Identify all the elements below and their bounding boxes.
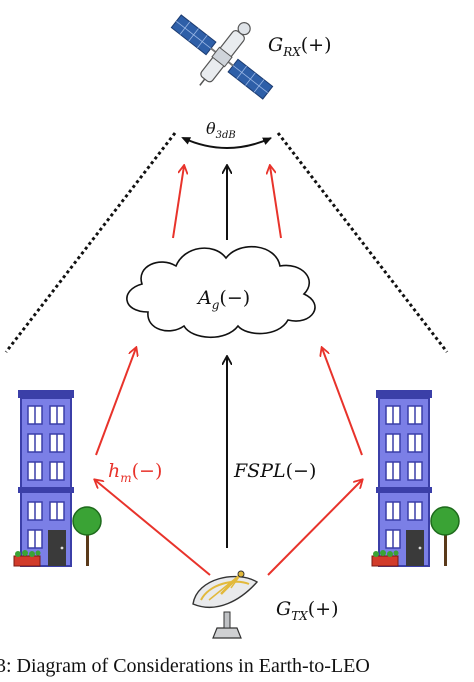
beam-left-edge (4, 132, 177, 353)
arrow-up-left (172, 166, 184, 239)
cloud-icon (126, 245, 316, 338)
arrow-tx-to-left-building (95, 480, 211, 576)
arrow-up-right (270, 166, 282, 239)
arrow-building-to-cloud-right (322, 348, 363, 456)
g-tx-label: GTX(+) (276, 598, 338, 623)
arrow-building-to-cloud-left (95, 348, 136, 456)
h-m-label: hm(−) (108, 460, 162, 485)
building-left-icon (13, 389, 102, 567)
theta-3db-label: θ3dB (206, 119, 236, 141)
beam-right-edge (276, 132, 449, 353)
satellite-icon (170, 14, 274, 100)
ground-dish-icon (192, 570, 259, 639)
g-rx-label: GRX(+) (268, 34, 332, 59)
a-g-label: Ag(−) (196, 287, 250, 312)
fspl-label: FSPL(−) (233, 460, 316, 482)
building-right-icon (371, 389, 460, 567)
arrow-tx-to-right-building (267, 480, 362, 576)
figure-caption: 3: Diagram of Considerations in Earth-to… (0, 655, 370, 677)
beamwidth-arc (181, 137, 272, 149)
